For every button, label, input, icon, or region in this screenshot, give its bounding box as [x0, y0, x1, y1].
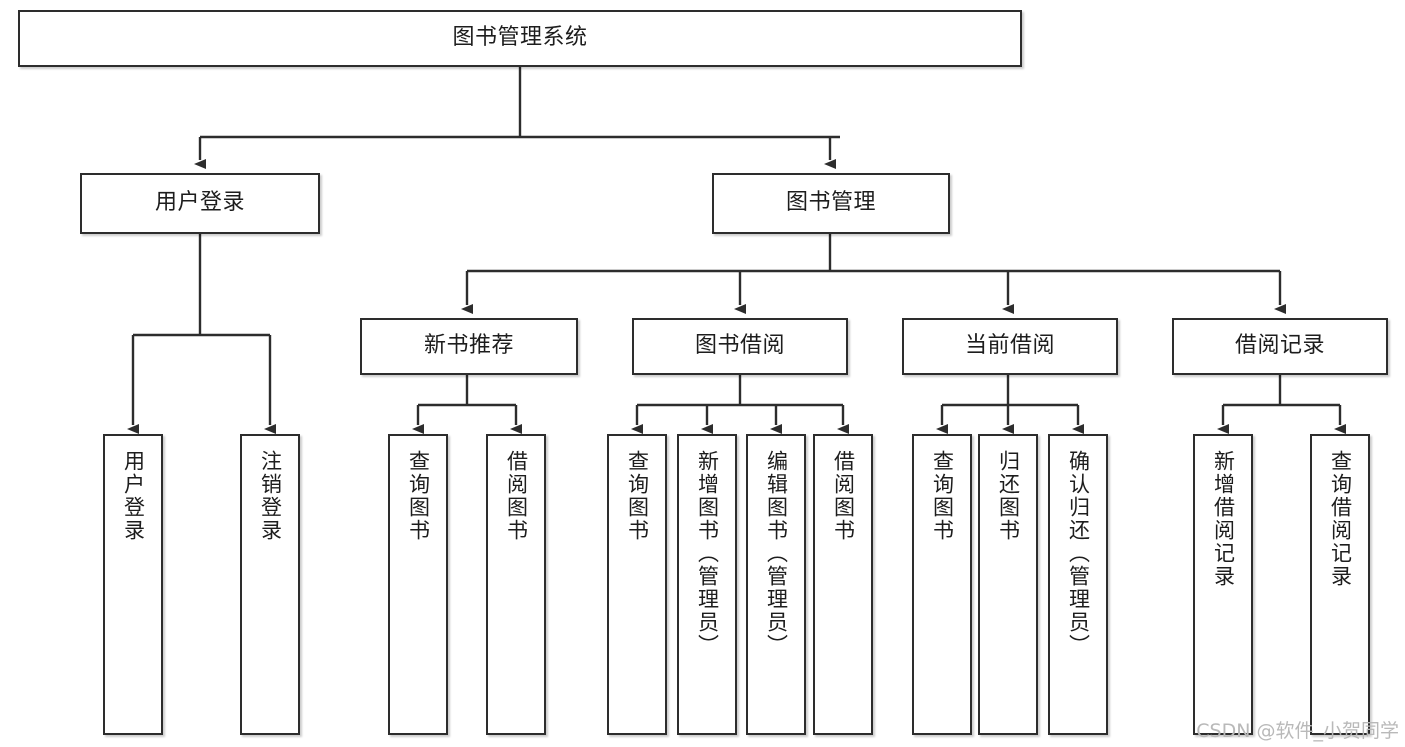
leaf-borrow-search-label: 查询图书	[625, 450, 650, 542]
leaf-new-book-search[interactable]: 查询图书	[388, 434, 448, 735]
leaf-borrow-book[interactable]: 借阅图书	[813, 434, 873, 735]
node-book-management[interactable]: 图书管理	[712, 173, 950, 234]
leaf-logout-label: 注销登录	[258, 450, 283, 542]
node-book-management-label: 图书管理	[785, 190, 876, 216]
leaf-borrow-edit-book[interactable]: 编辑图书（管理员）	[746, 434, 806, 735]
leaf-borrow-book-label: 借阅图书	[831, 450, 856, 542]
leaf-record-search[interactable]: 查询借阅记录	[1310, 434, 1370, 735]
leaf-new-book-borrow[interactable]: 借阅图书	[486, 434, 546, 735]
leaf-new-book-borrow-label: 借阅图书	[504, 450, 529, 542]
node-root[interactable]: 图书管理系统	[18, 10, 1022, 67]
node-user-login-label: 用户登录	[154, 190, 245, 216]
leaf-record-add-label: 新增借阅记录	[1211, 450, 1236, 588]
leaf-record-add[interactable]: 新增借阅记录	[1193, 434, 1253, 735]
leaf-borrow-add-book[interactable]: 新增图书（管理员）	[677, 434, 737, 735]
node-new-book-recommend-label: 新书推荐	[423, 333, 514, 359]
node-new-book-recommend[interactable]: 新书推荐	[360, 318, 578, 375]
leaf-current-return[interactable]: 归还图书	[978, 434, 1038, 735]
leaf-current-return-label: 归还图书	[996, 450, 1021, 542]
node-book-borrow[interactable]: 图书借阅	[632, 318, 848, 375]
leaf-borrow-search[interactable]: 查询图书	[607, 434, 667, 735]
leaf-user-login-label: 用户登录	[121, 450, 146, 542]
node-user-login[interactable]: 用户登录	[80, 173, 320, 234]
leaf-current-confirm-return-label: 确认归还（管理员）	[1066, 450, 1091, 657]
node-current-borrow[interactable]: 当前借阅	[902, 318, 1118, 375]
leaf-current-confirm-return[interactable]: 确认归还（管理员）	[1048, 434, 1108, 735]
leaf-record-search-label: 查询借阅记录	[1328, 450, 1353, 588]
node-borrow-records[interactable]: 借阅记录	[1172, 318, 1388, 375]
leaf-borrow-add-book-label: 新增图书（管理员）	[695, 450, 720, 657]
node-root-label: 图书管理系统	[452, 25, 588, 51]
leaf-new-book-search-label: 查询图书	[406, 450, 431, 542]
leaf-current-search-label: 查询图书	[930, 450, 955, 542]
node-borrow-records-label: 借阅记录	[1234, 333, 1325, 359]
leaf-logout[interactable]: 注销登录	[240, 434, 300, 735]
leaf-borrow-edit-book-label: 编辑图书（管理员）	[764, 450, 789, 657]
leaf-current-search[interactable]: 查询图书	[912, 434, 972, 735]
watermark: CSDN @软件_小贺同学	[1196, 720, 1399, 742]
node-current-borrow-label: 当前借阅	[964, 333, 1055, 359]
node-book-borrow-label: 图书借阅	[694, 333, 785, 359]
leaf-user-login[interactable]: 用户登录	[103, 434, 163, 735]
